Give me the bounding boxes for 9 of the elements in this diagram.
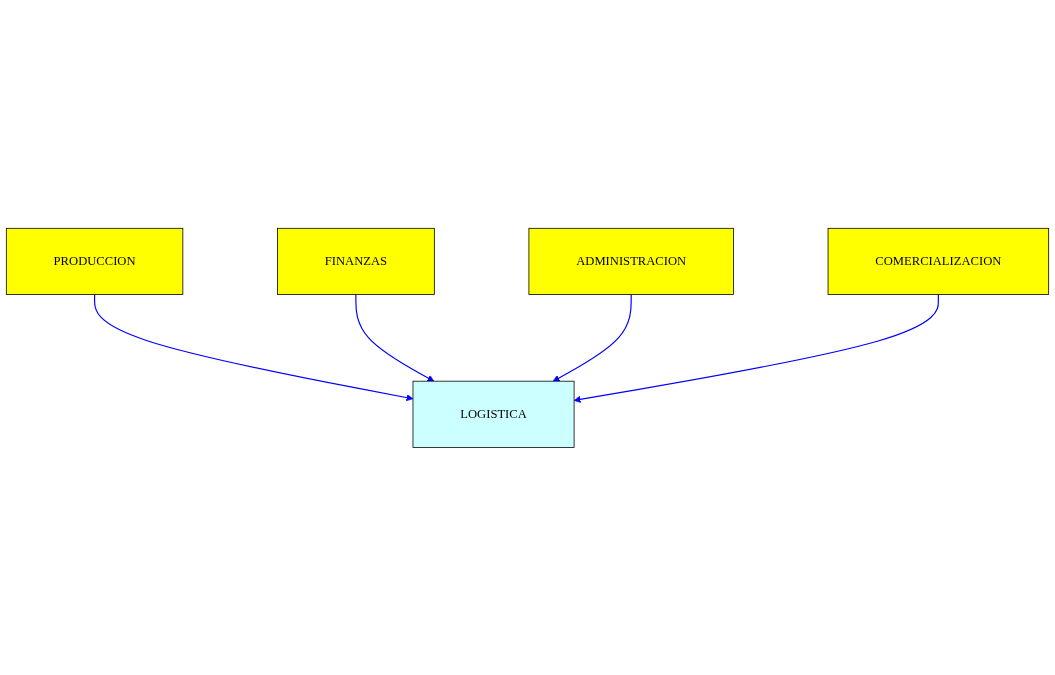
- node-box: PRODUCCION: [5, 227, 184, 295]
- arrow: [94, 293, 414, 401]
- arrow: [552, 293, 632, 382]
- node-box: ADMINISTRACION: [528, 227, 734, 295]
- node-box: FINANZAS: [277, 227, 435, 295]
- arrow: [355, 293, 435, 382]
- node-box: COMERCIALIZACION: [827, 227, 1050, 295]
- arrow: [573, 293, 939, 403]
- node-box: LOGISTICA: [412, 380, 575, 448]
